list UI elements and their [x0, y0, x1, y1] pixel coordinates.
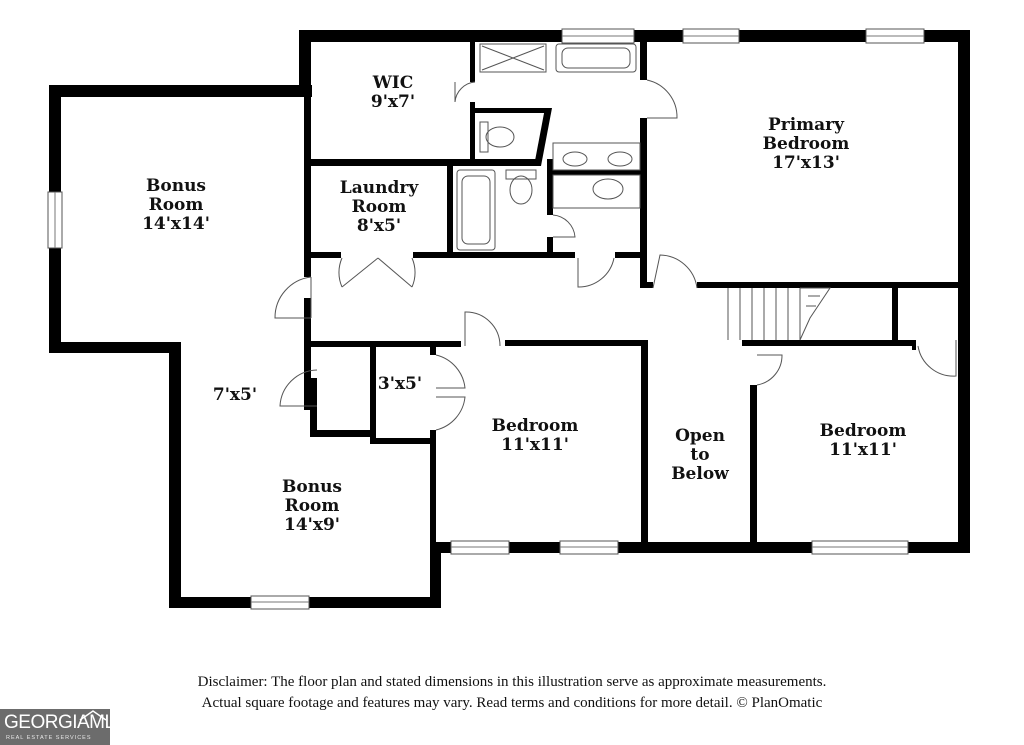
closet-small-size: 3'x5' [378, 374, 422, 394]
doors [274, 79, 957, 431]
disclaimer-line-1: Disclaimer: The floor plan and stated di… [197, 674, 827, 690]
logo-main-text: GEORGIAMLS [4, 712, 127, 733]
open-to-below-3: Below [671, 464, 729, 484]
bonus-room-2-size: 14'x9' [284, 515, 340, 535]
bedroom-2-size: 11'x11' [501, 435, 569, 455]
bedroom-2-name: Bedroom [492, 416, 579, 436]
laundry-room-name-2: Room [352, 197, 407, 217]
room-labels: WIC 9'x7' Primary Bedroom 17'x13' Bonus … [142, 73, 906, 535]
primary-bedroom-name-1: Primary [768, 115, 845, 135]
window-mullions [54, 35, 924, 603]
interior-walls [304, 42, 958, 547]
laundry-room-size: 8'x5' [357, 216, 401, 236]
bonus-room-1-size: 14'x14' [142, 214, 210, 234]
disclaimer: Disclaimer: The floor plan and stated di… [0, 672, 1024, 714]
primary-bedroom-size: 17'x13' [772, 153, 840, 173]
bonus-room-2-name-1: Bonus [282, 477, 342, 497]
bedroom-3-size: 11'x11' [829, 440, 897, 460]
bonus-room-1-name-2: Room [149, 195, 204, 215]
disclaimer-line-2: Actual square footage and features may v… [201, 695, 823, 711]
wic-size: 9'x7' [371, 92, 415, 112]
primary-bedroom-name-2: Bedroom [763, 134, 850, 154]
closet-hall-size: 7'x5' [213, 385, 257, 405]
laundry-room-name-1: Laundry [340, 178, 420, 198]
fixtures [456, 43, 641, 251]
wic-name: WIC [372, 73, 414, 93]
bedroom-3-name: Bedroom [820, 421, 907, 441]
bonus-room-1-name-1: Bonus [146, 176, 206, 196]
roof-icon [79, 710, 107, 721]
georgia-mls-logo: GEORGIAMLS REAL ESTATE SERVICES [0, 709, 127, 745]
stairs [727, 287, 831, 341]
bonus-room-2-name-2: Room [285, 496, 340, 516]
open-to-below-2: to [690, 445, 709, 465]
logo-sub-text: REAL ESTATE SERVICES [6, 735, 92, 741]
open-to-below-1: Open [675, 426, 725, 446]
